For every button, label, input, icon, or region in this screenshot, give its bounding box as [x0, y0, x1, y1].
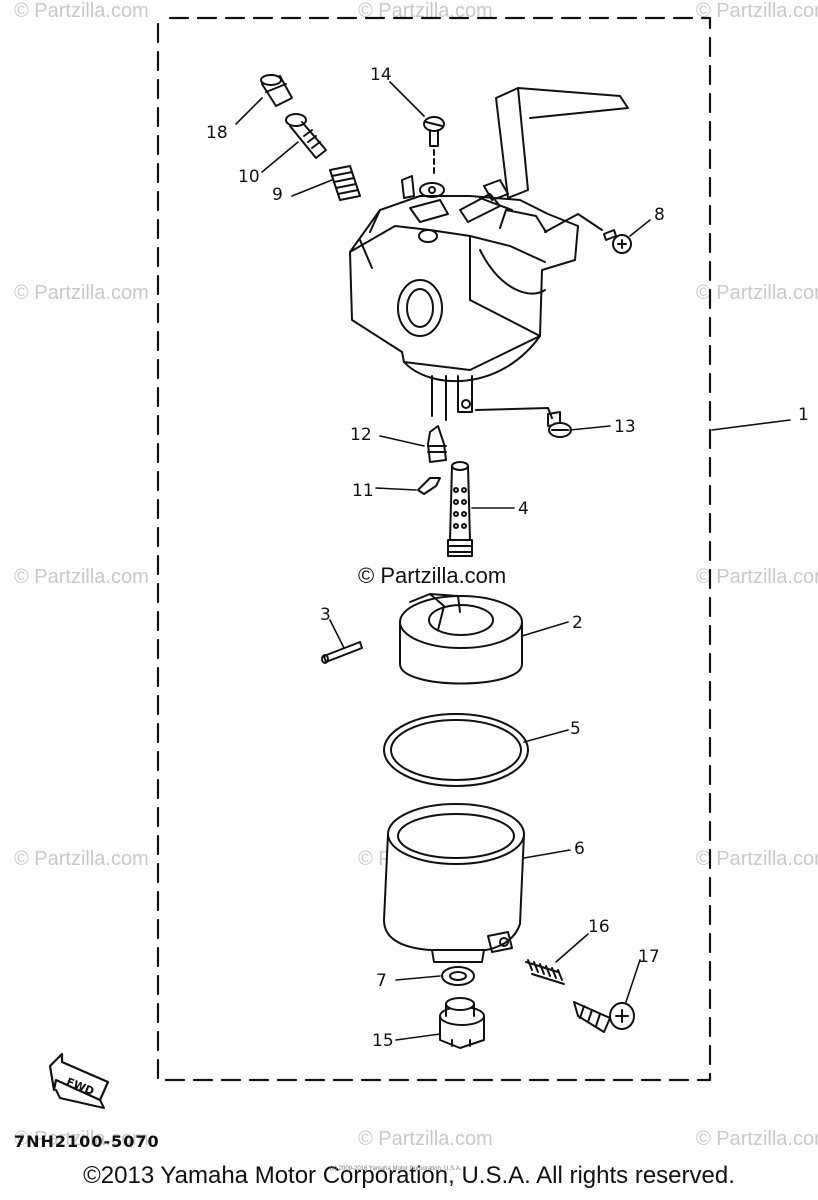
- part-3-pin: [321, 641, 363, 664]
- part-2-float: [399, 593, 523, 685]
- watermark: © Partzilla.com: [696, 282, 818, 304]
- callout-10: 10: [238, 167, 260, 187]
- watermark: © Partzilla.com: [14, 566, 149, 588]
- part-15-drain-bolt: [439, 997, 485, 1049]
- part-16-spring: [525, 959, 565, 985]
- callout-3: 3: [320, 605, 331, 625]
- watermark: © Partzilla.com: [14, 282, 149, 304]
- part-4-jet-tube: [447, 461, 473, 557]
- part-11-clip: [417, 477, 441, 495]
- watermark: © Partzilla.com: [696, 0, 818, 22]
- diagram-part-code: 7NH2100-5070: [14, 1132, 160, 1151]
- part-7-washer: [441, 966, 475, 986]
- part-18-cap: [260, 74, 293, 107]
- watermark: © Partzilla.com: [696, 566, 818, 588]
- center-watermark: © Partzilla.com: [358, 563, 507, 588]
- part-17-screw: [573, 1001, 635, 1033]
- part-14-screw: [423, 116, 445, 177]
- callout-15: 15: [372, 1031, 394, 1051]
- assembly-frame: [156, 16, 712, 1082]
- callout-16: 16: [588, 917, 610, 937]
- callout-labels: 1 2 3 4 5 6 7 8 9 10 11 12 13 14 15 16 1…: [206, 65, 809, 1051]
- copyright-notice: ©2013 Yamaha Motor Corporation, U.S.A. A…: [83, 1162, 735, 1189]
- callout-17: 17: [638, 947, 660, 967]
- watermark: © Partzilla.com: [14, 848, 149, 870]
- part-10-screw: [285, 113, 327, 159]
- callout-18: 18: [206, 123, 228, 143]
- callout-5: 5: [570, 719, 581, 739]
- part-6-float-bowl: [383, 803, 525, 963]
- callout-14: 14: [370, 65, 392, 85]
- callout-9: 9: [272, 185, 283, 205]
- callout-6: 6: [574, 839, 585, 859]
- part-12-needle: [427, 425, 447, 463]
- watermark: © Partzilla.com: [358, 1128, 493, 1150]
- fwd-arrow-icon: [48, 1052, 110, 1109]
- callout-12: 12: [350, 425, 372, 445]
- callout-8: 8: [654, 205, 665, 225]
- callout-2: 2: [572, 613, 583, 633]
- part-1-carburetor-body: [349, 87, 629, 421]
- watermark: © Partzilla.com: [14, 0, 149, 22]
- tiny-copyright: (c) 2009-2016 Yamaha Motor Corporation, …: [330, 1166, 462, 1172]
- watermark: © Partzilla.com: [696, 1128, 818, 1150]
- part-8-screw: [603, 229, 632, 254]
- part-5-gasket: [383, 713, 529, 787]
- leader-lines: [235, 81, 791, 1041]
- part-9-spring: [329, 165, 361, 201]
- callout-1: 1: [798, 405, 809, 425]
- watermark: © Partzilla.com: [14, 1128, 149, 1150]
- callout-13: 13: [614, 417, 636, 437]
- part-13-screw: [475, 407, 572, 438]
- watermark: © Partzilla.com: [696, 848, 818, 870]
- callout-11: 11: [352, 481, 374, 501]
- watermark: © Partzilla.com: [358, 0, 493, 22]
- callout-7: 7: [376, 971, 387, 991]
- callout-4: 4: [518, 499, 529, 519]
